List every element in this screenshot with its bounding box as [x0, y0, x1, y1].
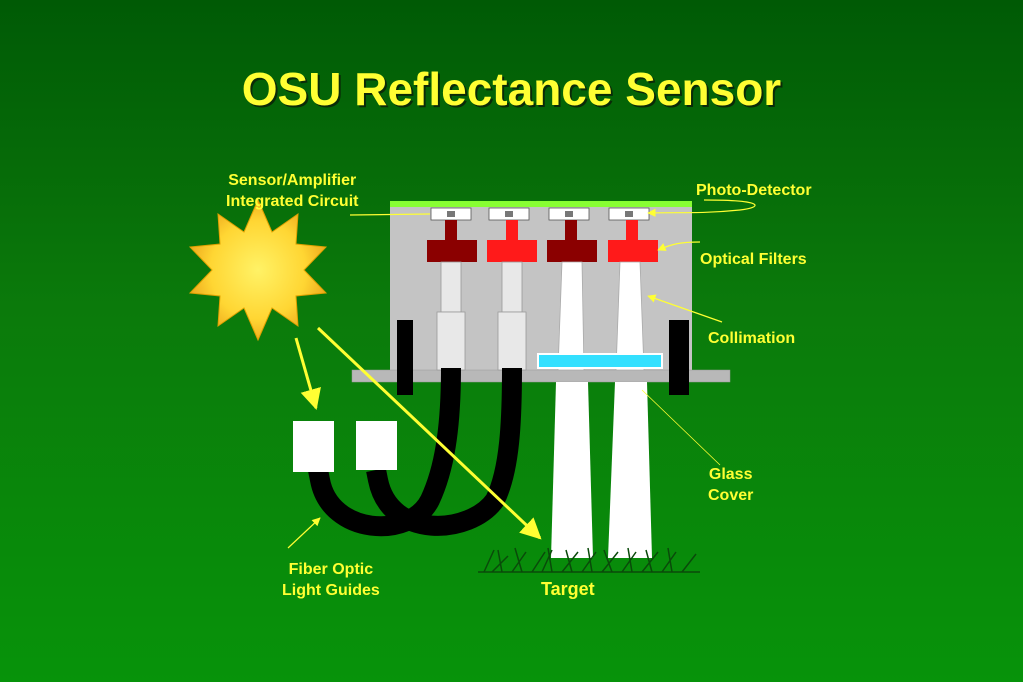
sun-icon: [188, 198, 328, 342]
glass-cover: [537, 353, 663, 369]
right-bolt: [669, 320, 689, 395]
label-collimation: Collimation: [708, 330, 796, 347]
optical-filters: [427, 220, 658, 262]
collimation-tubes: [557, 261, 645, 371]
light-guide-right: [356, 421, 397, 470]
sun-ray-to-target: [316, 326, 542, 540]
fiber-optic-cables: [308, 367, 522, 537]
fiber-tubes: [436, 261, 527, 371]
light-guide-left: [293, 421, 334, 472]
leader-lines: [287, 199, 756, 549]
light-beams: [551, 382, 652, 558]
label-photo-detector: Photo-Detector: [696, 182, 812, 199]
label-target: Target: [541, 579, 595, 599]
grass-target: [478, 547, 700, 573]
label-fiber-optic: Fiber Optic Light Guides: [282, 561, 380, 599]
sun-ray-to-guide: [294, 337, 321, 411]
label-sensor-ic: Sensor/Amplifier Integrated Circuit: [226, 172, 359, 210]
label-optical-filters: Optical Filters: [700, 251, 807, 268]
photo-detectors: [430, 207, 650, 221]
left-bolt: [397, 320, 413, 395]
sensor-housing: [390, 205, 692, 370]
circuit-board: [390, 201, 692, 207]
label-glass-cover: Glass Cover: [708, 466, 754, 504]
page-title: OSU Reflectance Sensor: [241, 63, 782, 115]
